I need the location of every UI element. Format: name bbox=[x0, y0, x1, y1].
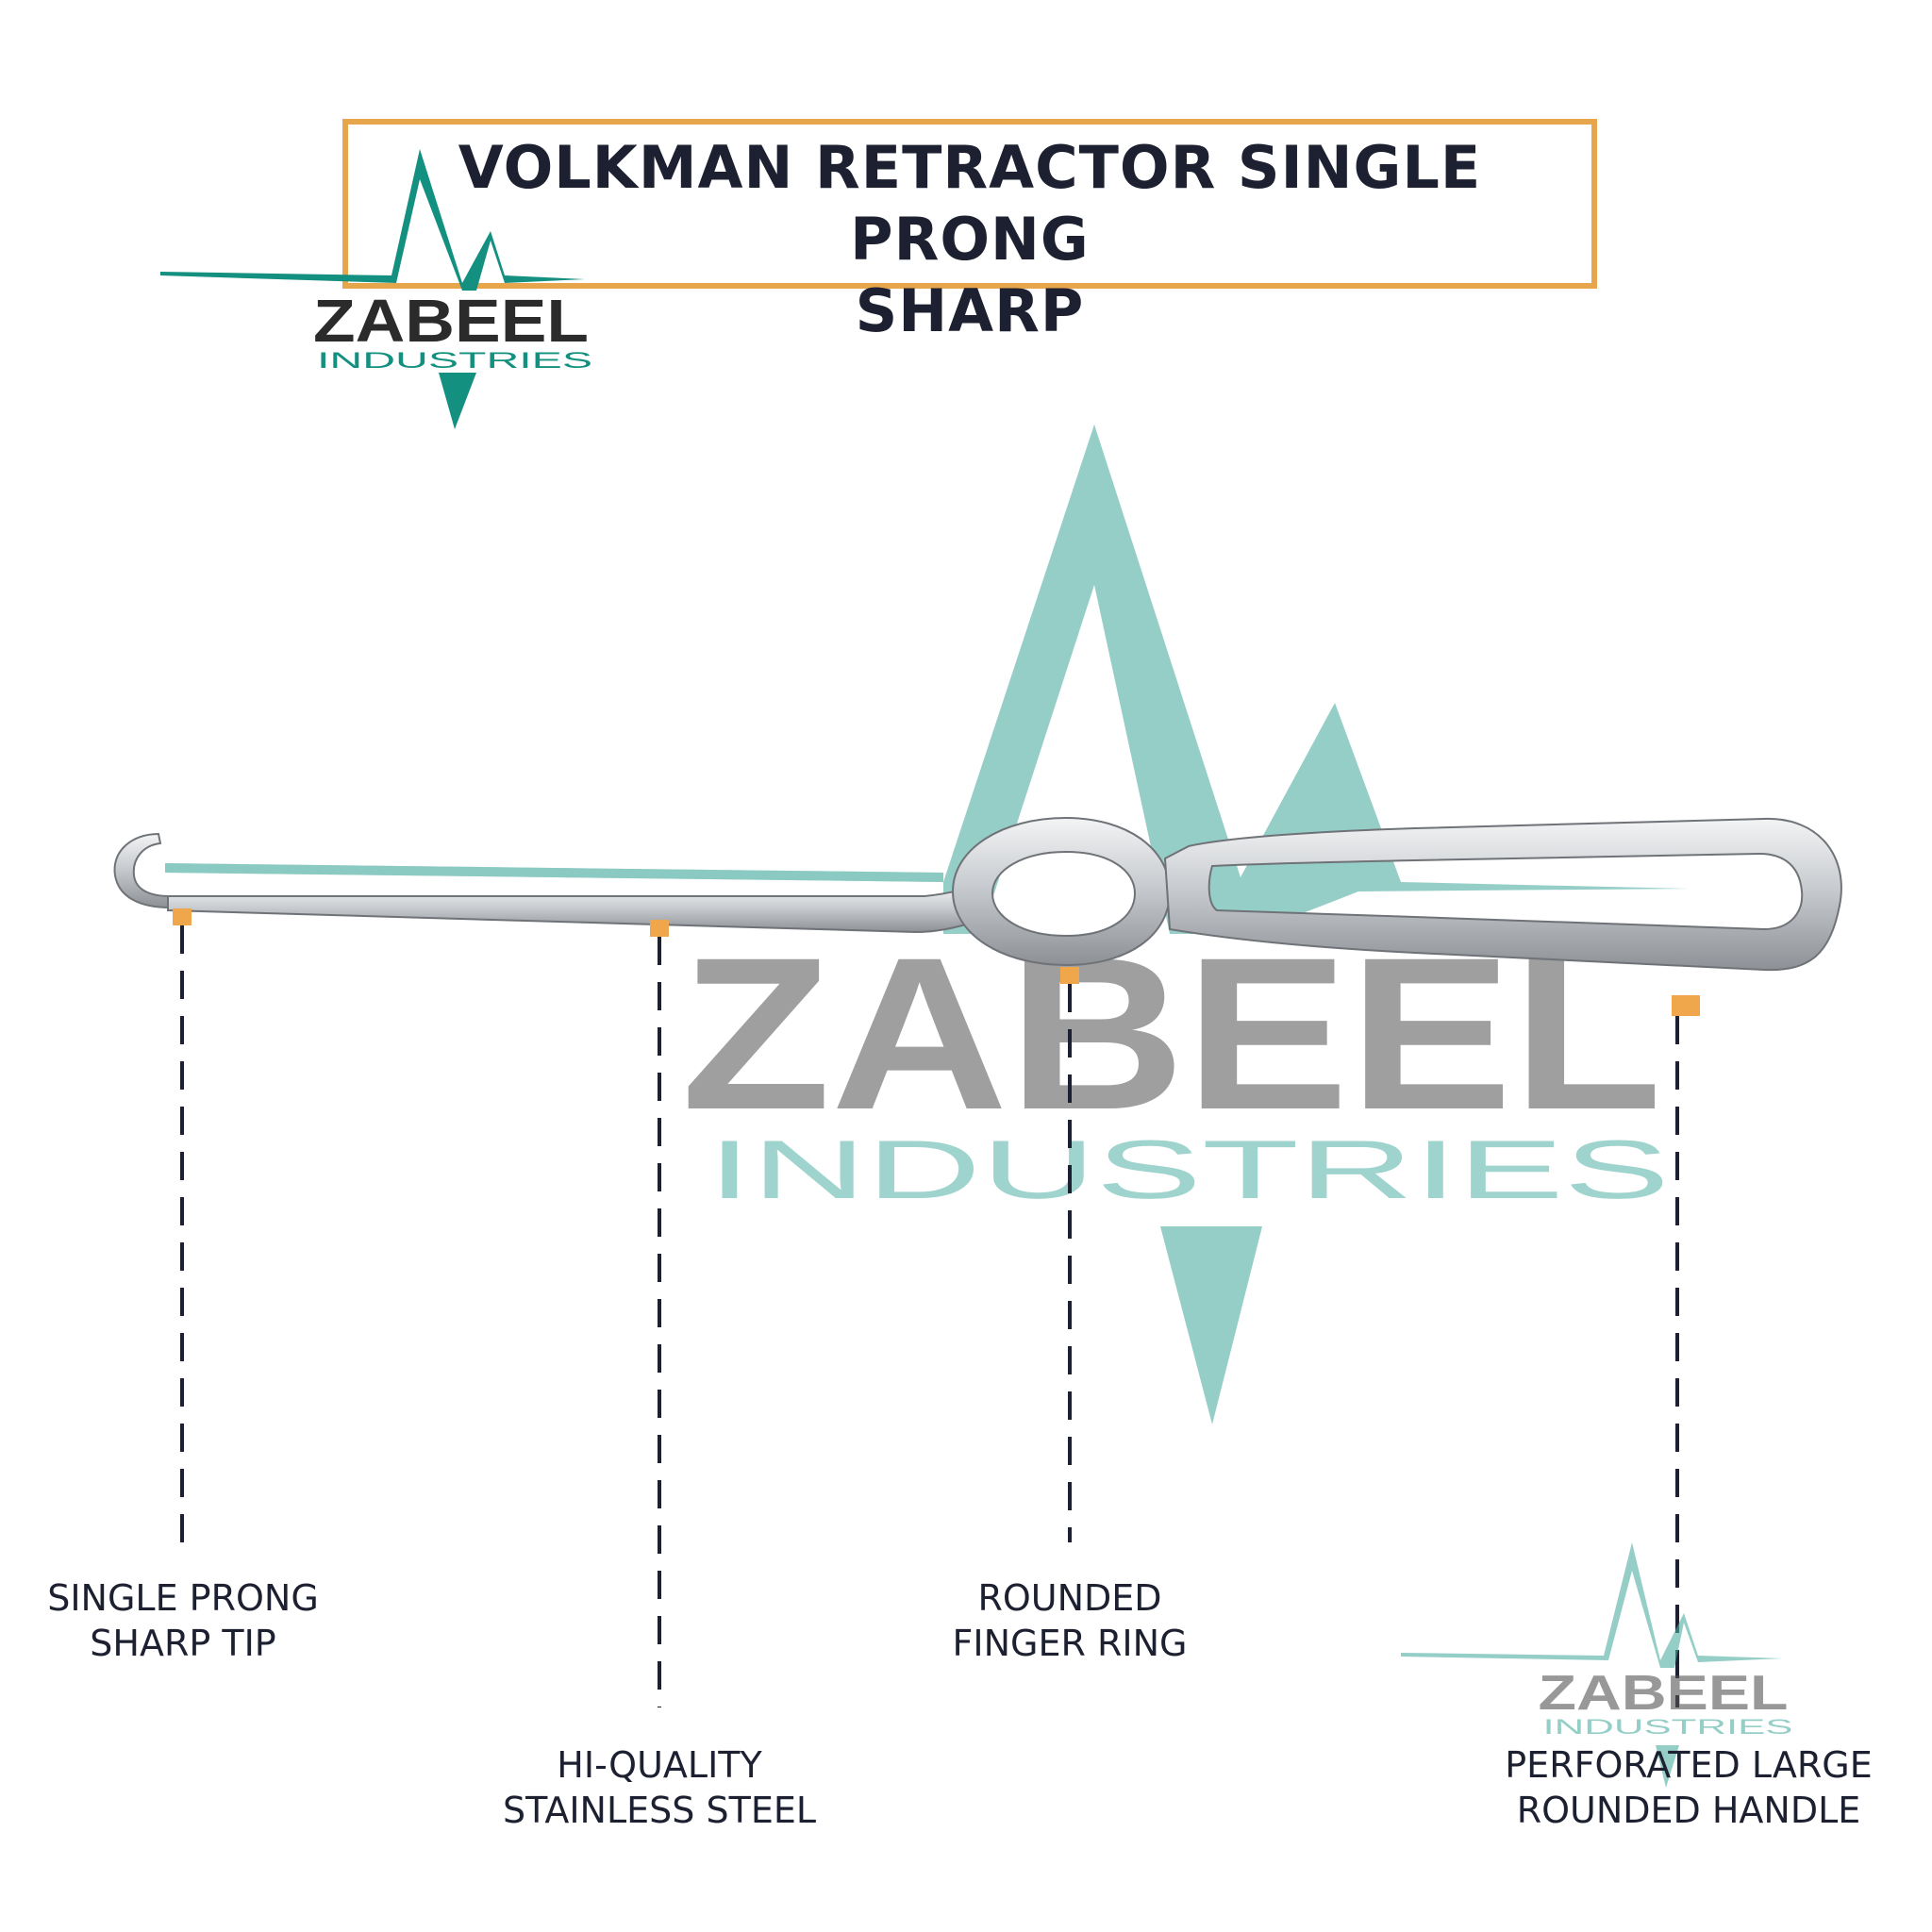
volkman-retractor-image bbox=[113, 816, 1842, 972]
marker-ring bbox=[1060, 967, 1079, 984]
brand-logo-bottom: ZABEEL INDUSTRIES bbox=[1401, 1542, 1793, 1788]
logo-heartbeat-icon bbox=[160, 149, 585, 291]
feature-label-line1: PERFORATED LARGE bbox=[1505, 1744, 1873, 1786]
product-title-line2: SHARP bbox=[855, 276, 1085, 345]
feature-callout-handle: PERFORATED LARGE ROUNDED HANDLE bbox=[1505, 1742, 1872, 1833]
feature-callout-steel: HI-QUALITY STAINLESS STEEL bbox=[503, 1742, 816, 1833]
callout-leaders bbox=[173, 908, 1700, 1707]
feature-label-line2: SHARP TIP bbox=[90, 1623, 276, 1664]
brand-logo-top: ZABEEL INDUSTRIES bbox=[160, 149, 592, 429]
watermark-brand-tagline: INDUSTRIES bbox=[708, 1123, 1670, 1216]
feature-label-line1: ROUNDED bbox=[977, 1577, 1162, 1619]
feature-label-line2: FINGER RING bbox=[952, 1623, 1188, 1664]
product-title: VOLKMAN RETRACTOR SINGLE PRONG SHARP bbox=[342, 132, 1597, 347]
logo-brand-name: ZABEEL bbox=[313, 287, 589, 355]
product-title-line1: VOLKMAN RETRACTOR SINGLE PRONG bbox=[458, 133, 1482, 274]
feature-label-line1: HI-QUALITY bbox=[557, 1744, 762, 1786]
feature-label-line2: STAINLESS STEEL bbox=[502, 1790, 817, 1831]
marker-handle bbox=[1672, 995, 1700, 1016]
logo-heartbeat-tail-icon bbox=[439, 373, 476, 429]
logo-brand-tagline: INDUSTRIES bbox=[317, 348, 592, 374]
retractor-shaft bbox=[167, 885, 983, 934]
logo-small-brand-name: ZABEEL bbox=[1539, 1666, 1789, 1721]
watermark-line-overlay bbox=[165, 863, 943, 882]
sharp-prong-hook bbox=[113, 832, 171, 909]
logo-small-brand-tagline: INDUSTRIES bbox=[1543, 1715, 1793, 1739]
perforated-handle bbox=[1163, 817, 1842, 972]
logo-heartbeat-small-tail-icon bbox=[1656, 1745, 1679, 1788]
finger-ring bbox=[951, 816, 1172, 967]
logo-heartbeat-small-icon bbox=[1401, 1542, 1783, 1668]
feature-label-line1: SINGLE PRONG bbox=[47, 1577, 319, 1619]
feature-label-line2: ROUNDED HANDLE bbox=[1516, 1790, 1861, 1831]
marker-tip bbox=[173, 908, 192, 925]
feature-callout-tip: SINGLE PRONG SHARP TIP bbox=[47, 1575, 319, 1666]
feature-callout-ring: ROUNDED FINGER RING bbox=[953, 1575, 1188, 1666]
title-frame bbox=[342, 119, 1597, 289]
marker-steel bbox=[650, 920, 669, 937]
